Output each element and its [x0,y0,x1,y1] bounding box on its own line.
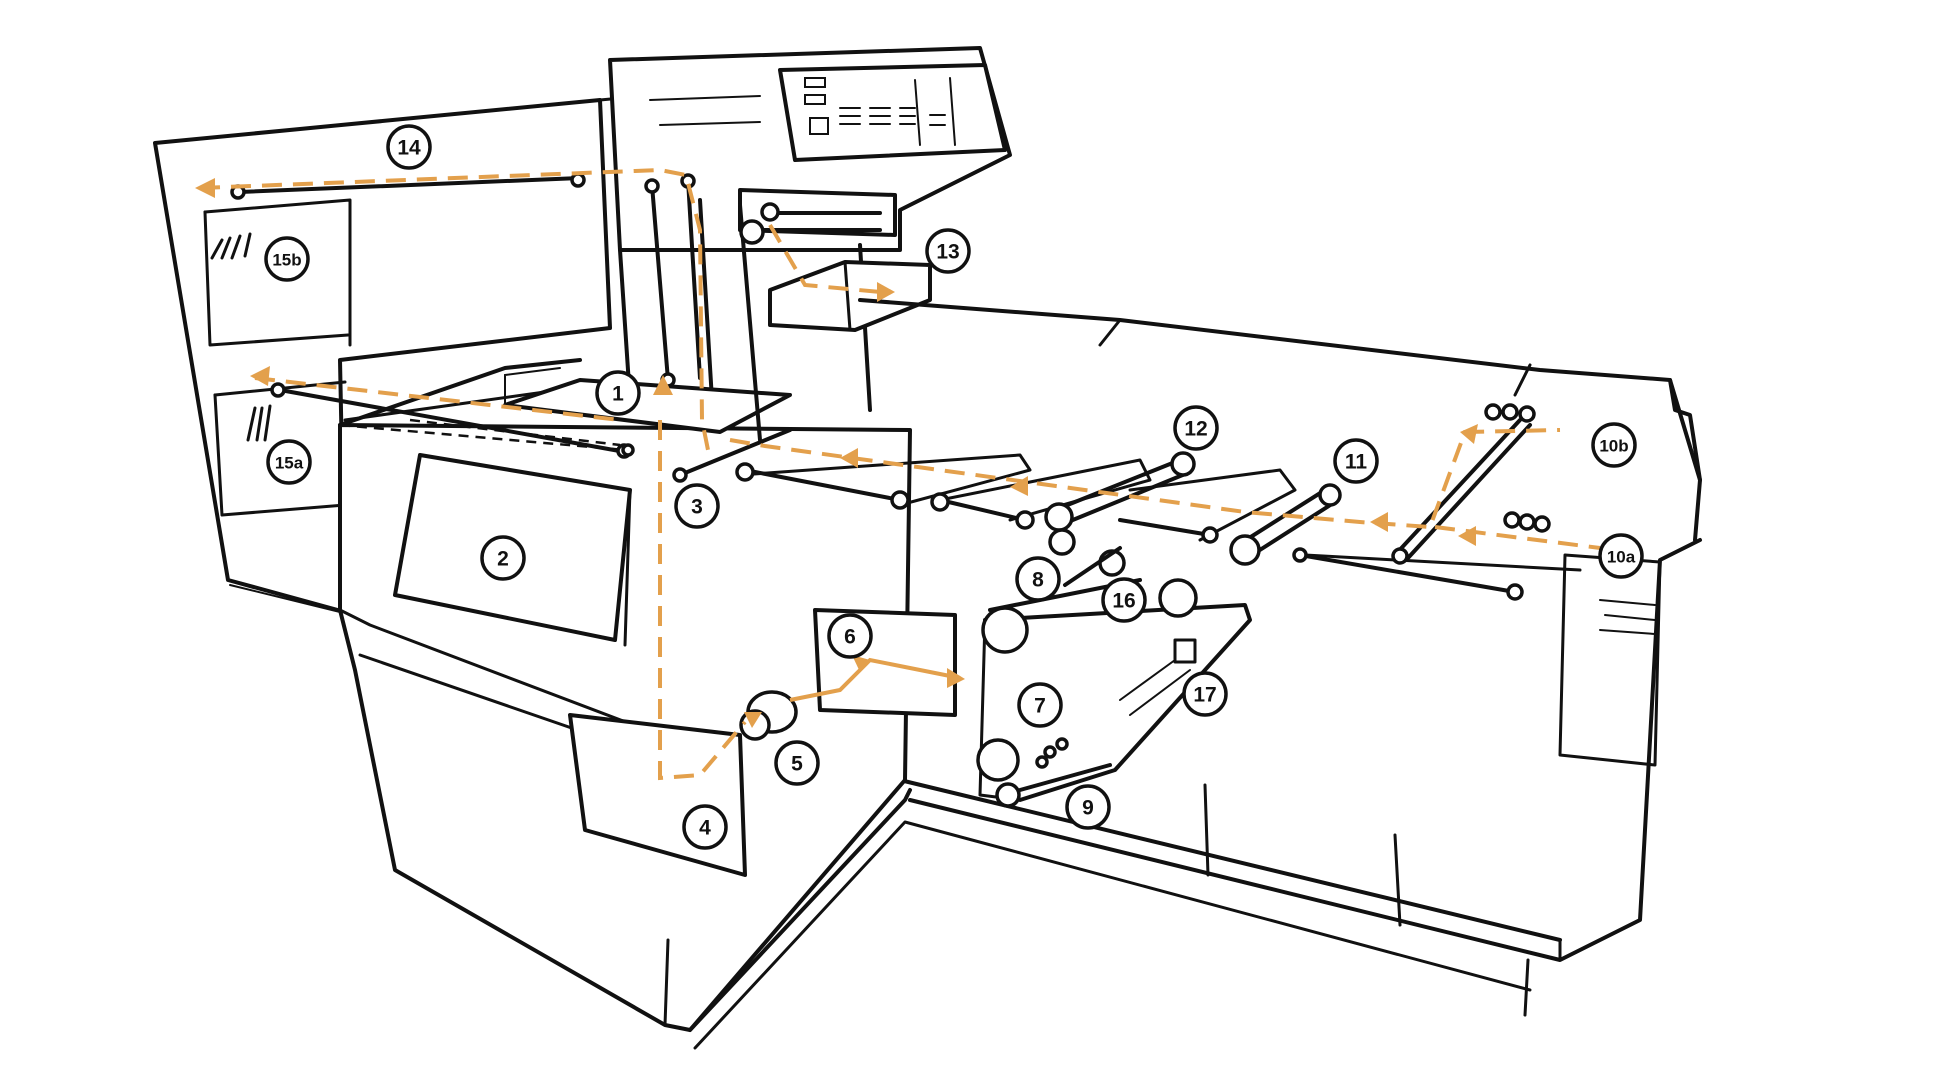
callout-label: 13 [936,241,959,264]
callout-label: 5 [791,753,803,776]
callout-17: 17 [1182,671,1228,717]
callout-label: 6 [844,626,856,649]
callout-6: 6 [827,613,873,659]
callout-label: 12 [1184,418,1207,441]
arrowhead-roll [744,712,762,728]
callout-circle [1065,784,1111,830]
film-path-infeed [1434,525,1601,550]
film-path-down-left [658,420,747,781]
callout-10b: 10b [1591,422,1637,468]
callout-10a: 10a [1598,533,1644,579]
arrowhead-deck-3 [1370,512,1388,532]
film-path-tower-drop [768,223,881,294]
callout-circle [827,613,873,659]
callout-3: 3 [674,483,720,529]
callout-label: 11 [1345,451,1368,474]
arrowhead-tower [877,282,895,302]
callout-circle [264,236,310,282]
callout-circle [1591,422,1637,468]
callout-11: 11 [1333,438,1379,484]
callout-15a: 15a [266,439,312,485]
arrowhead-left-top [195,178,215,198]
callout-label: 15b [272,251,301,270]
callout-circle [1182,671,1228,717]
arrowhead-deck-2 [1010,476,1028,496]
film-path [195,167,1601,781]
callout-9: 9 [1065,784,1111,830]
callout-label: 2 [497,548,509,571]
callout-label: 15a [275,454,304,473]
callout-label: 7 [1034,695,1046,718]
arrowhead-web-2 [947,668,965,688]
callout-circle [595,370,641,416]
callout-15b: 15b [264,236,310,282]
callout-circle [386,124,432,170]
arrowhead-left-lower [250,366,270,386]
callout-circle [266,439,312,485]
arrowhead-infeed [1458,526,1476,546]
callout-1: 1 [595,370,641,416]
callout-label: 4 [699,817,711,840]
callout-13: 13 [925,228,971,274]
film-path-web [789,657,961,702]
callout-label: 16 [1112,590,1135,613]
callout-circle [774,740,820,786]
callout-2: 2 [480,535,526,581]
callout-16: 16 [1101,577,1147,623]
callout-circle [1333,438,1379,484]
callout-label: 10b [1599,437,1628,456]
callout-label: 1 [612,383,624,406]
callout-8: 8 [1015,556,1061,602]
callout-circle [1598,533,1644,579]
callout-4: 4 [682,804,728,850]
callout-5: 5 [774,740,820,786]
callout-label: 14 [397,137,421,160]
callout-circle [480,535,526,581]
arrowhead-web-1 [852,655,870,672]
callout-circle [682,804,728,850]
machine-outline [153,46,1702,1050]
callout-label: 10a [1607,548,1636,567]
callout-circle [674,483,720,529]
arrowhead-deck-1 [840,448,858,468]
callout-label: 9 [1082,797,1094,820]
callout-circle [1173,405,1219,451]
callout-label: 8 [1032,569,1044,592]
callout-7: 7 [1017,682,1063,728]
callout-circle [925,228,971,274]
callout-circle [1015,556,1061,602]
callout-label: 17 [1193,684,1216,707]
film-path-top [199,167,710,451]
callout-circle [1017,682,1063,728]
callout-12: 12 [1173,405,1219,451]
callout-14: 14 [386,124,432,170]
callout-label: 3 [691,496,703,519]
arrowhead-10b [1460,424,1478,444]
arrowhead-up [653,375,673,395]
callout-circle [1101,577,1147,623]
